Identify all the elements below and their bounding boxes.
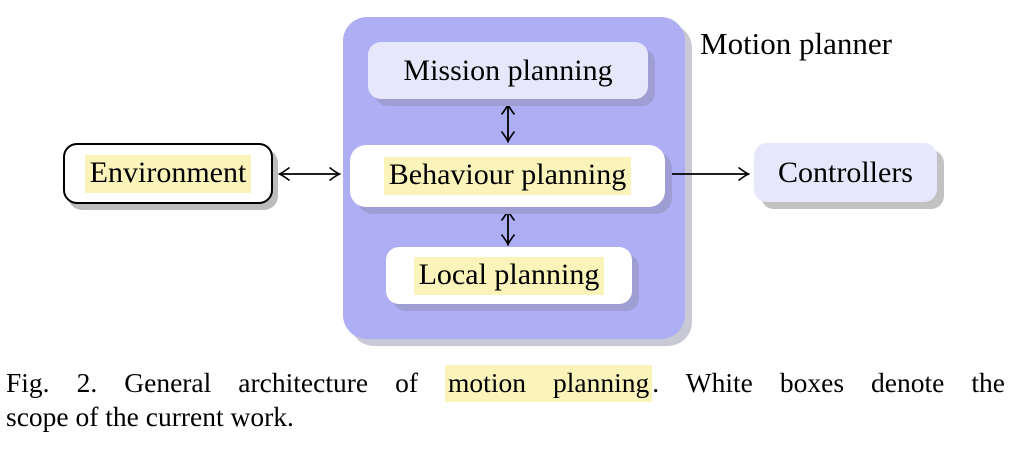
node-local-planning: Local planning xyxy=(386,247,632,304)
caption-text-after: . White boxes denote the xyxy=(652,367,1005,398)
node-mission-planning-label: Mission planning xyxy=(403,53,613,87)
caption-text-before: General architecture of xyxy=(124,367,419,398)
node-environment-label: Environment xyxy=(84,154,252,193)
figure-caption: Fig. 2. General architecture of motion p… xyxy=(6,365,1005,434)
motion-planner-label: Motion planner xyxy=(700,26,892,61)
node-behaviour-planning: Behaviour planning xyxy=(350,145,665,207)
caption-highlight: motion planning xyxy=(445,365,653,402)
node-behaviour-planning-label: Behaviour planning xyxy=(383,157,632,195)
figure-caption-line2: scope of the current work. xyxy=(6,401,294,432)
node-controllers-label: Controllers xyxy=(778,155,913,189)
node-environment: Environment xyxy=(63,143,273,204)
caption-prefix: Fig. 2. xyxy=(6,367,98,398)
node-mission-planning: Mission planning xyxy=(368,42,648,99)
figure-caption-line1: Fig. 2. General architecture of motion p… xyxy=(6,365,1005,402)
node-local-planning-label: Local planning xyxy=(413,256,605,295)
node-controllers: Controllers xyxy=(754,143,937,202)
